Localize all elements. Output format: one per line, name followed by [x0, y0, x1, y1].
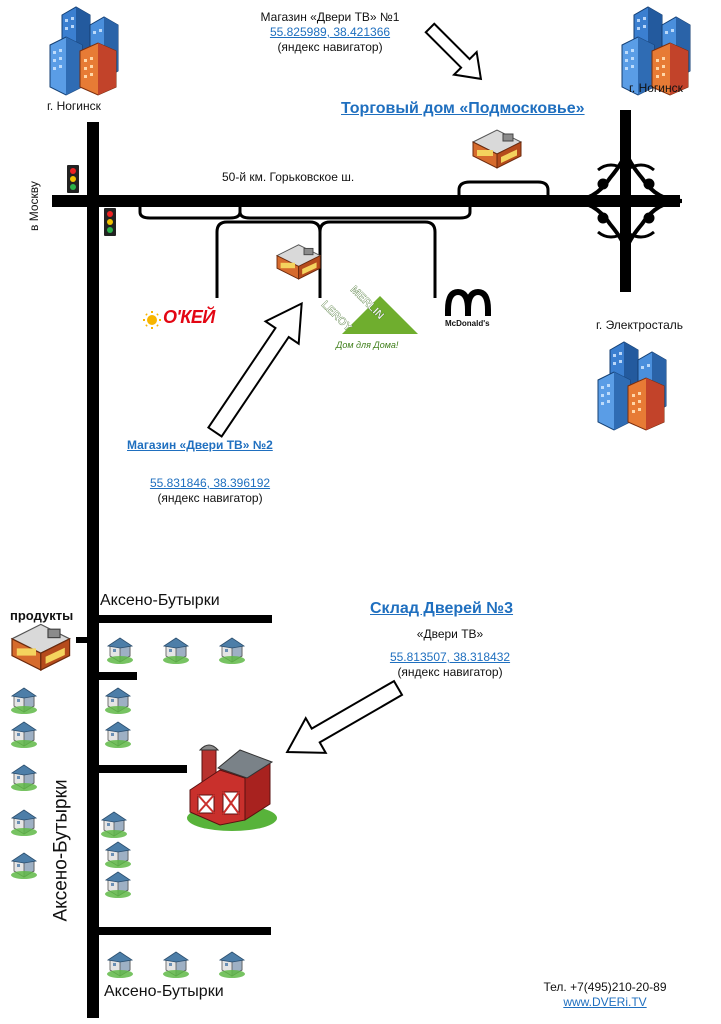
- contacts-block: Тел. +7(495)210-20-89 www.DVERi.TV: [530, 980, 680, 1010]
- barn-warehouse-icon: [187, 744, 277, 831]
- road-network: [52, 110, 683, 1018]
- mcdonalds-logo-icon: [445, 288, 491, 330]
- store3-navigator-note: (яндекс навигатор): [397, 665, 503, 679]
- store3-coords-link[interactable]: 55.813507, 38.318432: [389, 650, 511, 664]
- highway-road: [52, 195, 622, 207]
- traffic-light-icon: [67, 165, 79, 193]
- city-noginsk-left-icon: [49, 6, 119, 96]
- street-label-bottom: Аксено-Бутырки: [104, 983, 224, 1000]
- store2-block: 55.831846, 38.396192 (яндекс навигатор): [126, 476, 294, 506]
- city-elektrostal-label: г. Электросталь: [596, 318, 683, 332]
- store1-title: Магазин «Двери ТВ» №1: [260, 10, 400, 24]
- street-label-side: Аксено-Бутырки: [50, 779, 72, 922]
- store2-building-icon: [276, 244, 321, 280]
- store1-coords-link[interactable]: 55.825989, 38.421366: [269, 25, 391, 39]
- trade-house-title-link[interactable]: Торговый дом «Подмосковье»: [341, 100, 585, 117]
- store1-navigator-note: (яндекс навигатор): [277, 40, 383, 54]
- traffic-light-icon: [104, 208, 116, 236]
- city-elektrostal-icon: [597, 341, 667, 431]
- to-moscow-label: в Москву: [27, 181, 41, 231]
- city-noginsk-right-label: г. Ногинск: [629, 81, 683, 95]
- store2-title-link[interactable]: Магазин «Двери ТВ» №2: [127, 438, 273, 452]
- groceries-label: продукты: [10, 608, 74, 623]
- arrow-to-store1-icon: [424, 22, 483, 81]
- contact-phone: Тел. +7(495)210-20-89: [543, 980, 667, 994]
- street-akseno-top: [99, 615, 272, 623]
- trade-house-building-icon: [472, 129, 522, 169]
- main-vertical-road: [87, 122, 99, 1018]
- street-akseno-bottom: [99, 927, 271, 935]
- contact-site-link[interactable]: www.DVERi.TV: [563, 995, 647, 1009]
- store2-coords-link[interactable]: 55.831846, 38.396192: [149, 476, 271, 490]
- leroy-slogan: Дом для Дома!: [336, 340, 399, 350]
- okey-logo-text: О'КЕЙ: [163, 307, 215, 327]
- street-label-top: Аксено-Бутырки: [100, 592, 220, 609]
- store3-block: «Двери ТВ» 55.813507, 38.318432 (яндекс …: [370, 627, 530, 680]
- highway-label: 50-й км. Горьковское ш.: [222, 170, 355, 184]
- groceries-building-icon: [11, 623, 71, 671]
- mcdonalds-logo-text: McDonald's: [444, 316, 491, 331]
- store3-title-link[interactable]: Склад Дверей №3: [370, 600, 514, 617]
- city-noginsk-left-label: г. Ногинск: [47, 99, 101, 113]
- arrow-to-store2-icon: [206, 301, 303, 438]
- leroy-merlin-logo-icon: [342, 296, 418, 334]
- arrow-to-store3-icon: [285, 679, 404, 754]
- store1-block: Магазин «Двери ТВ» №1 55.825989, 38.4213…: [228, 10, 432, 55]
- okey-sun-icon: [143, 311, 161, 329]
- interchange: [569, 110, 683, 292]
- store2-navigator-note: (яндекс навигатор): [157, 491, 263, 505]
- store3-subtitle: «Двери ТВ»: [416, 627, 484, 641]
